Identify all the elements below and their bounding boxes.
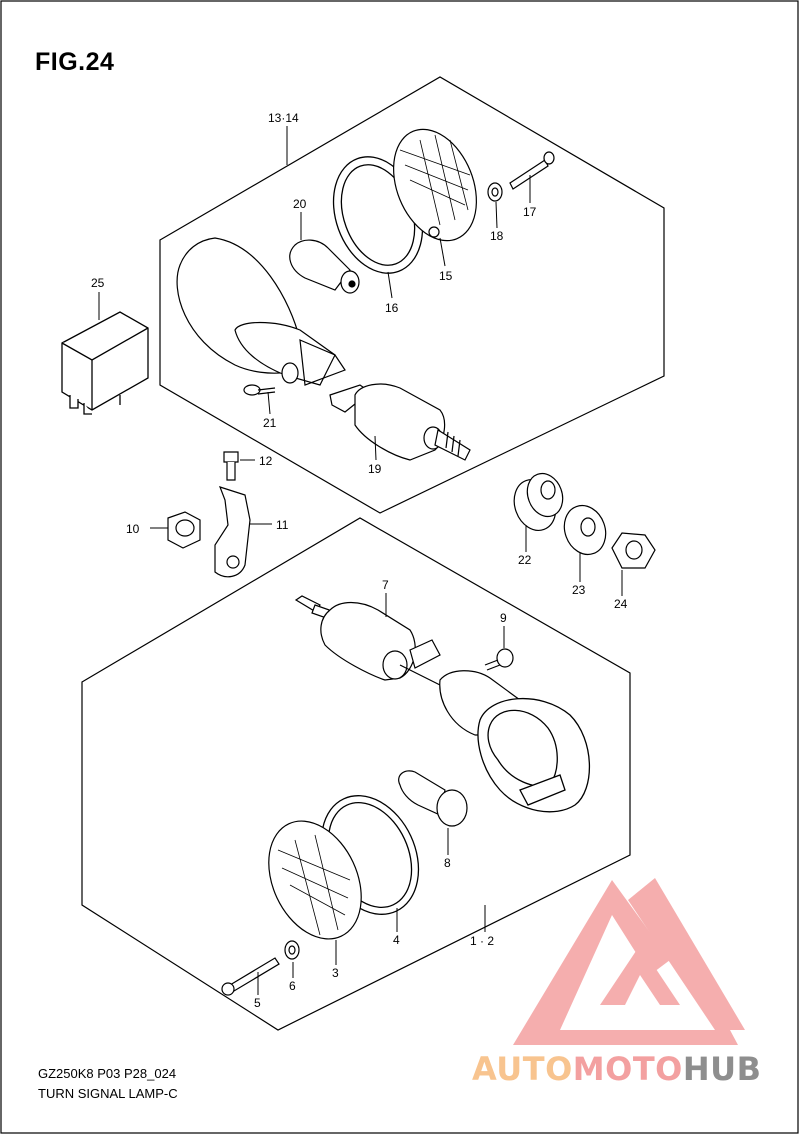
part-22-grommet [513, 472, 564, 531]
part-10-nut [167, 511, 201, 549]
callout-19: 19 [368, 462, 382, 476]
part-20-bulb [289, 239, 360, 294]
callout-7: 7 [382, 578, 389, 592]
callout-leader-lines [98, 126, 623, 995]
watermark-logo-icon [513, 878, 745, 1045]
part-21-screw [243, 384, 276, 396]
part-23-washer [563, 504, 607, 556]
watermark-part-b: MOTO [572, 1050, 683, 1088]
part-6-washer [284, 940, 300, 960]
part-3-lens [268, 820, 362, 940]
figure-name: TURN SIGNAL LAMP-C [38, 1086, 178, 1101]
callout-10: 10 [126, 522, 140, 536]
figure-title: FIG.24 [35, 48, 115, 76]
callout-17: 17 [523, 205, 537, 219]
part-5-screw [221, 957, 280, 996]
part-8-bulb [398, 770, 468, 827]
callout-6: 6 [289, 979, 296, 993]
callout-18: 18 [490, 229, 504, 243]
callout-3: 3 [332, 966, 339, 980]
callout-11: 11 [276, 518, 289, 532]
part-19-lamp-housing [176, 237, 471, 461]
figure-code: GZ250K8 P03 P28_024 [38, 1066, 177, 1081]
watermark-part-a: AUTO [472, 1050, 573, 1088]
upper-assembly-frame [159, 76, 665, 514]
part-12-bolt [223, 451, 239, 481]
callout-20: 20 [293, 197, 307, 211]
callout-25: 25 [91, 276, 105, 290]
callout-15: 15 [439, 269, 453, 283]
callout-8: 8 [444, 856, 451, 870]
callout-12: 12 [259, 454, 273, 468]
callout-13-14: 13·14 [268, 111, 299, 125]
part-24-nut [611, 532, 656, 569]
part-15-lens [393, 128, 477, 242]
callout-22: 22 [518, 553, 532, 567]
callout-21: 21 [263, 416, 277, 430]
callout-1-2: 1 · 2 [470, 934, 494, 948]
part-9-screw [484, 648, 514, 671]
callout-9: 9 [500, 611, 507, 625]
lower-assembly-frame [81, 517, 631, 1031]
callout-5: 5 [254, 996, 261, 1010]
callout-23: 23 [572, 583, 586, 597]
callout-16: 16 [385, 301, 399, 315]
callout-4: 4 [393, 933, 400, 947]
watermark-part-c: HUB [682, 1050, 762, 1088]
part-18-washer [487, 182, 503, 202]
lower-housing-cup [477, 697, 591, 813]
part-25-relay [61, 311, 149, 415]
part-11-bracket [214, 486, 251, 578]
watermark-text: AUTOMOTOHUB [472, 1050, 762, 1088]
callout-24: 24 [614, 597, 628, 611]
part-17-screw [509, 151, 555, 190]
